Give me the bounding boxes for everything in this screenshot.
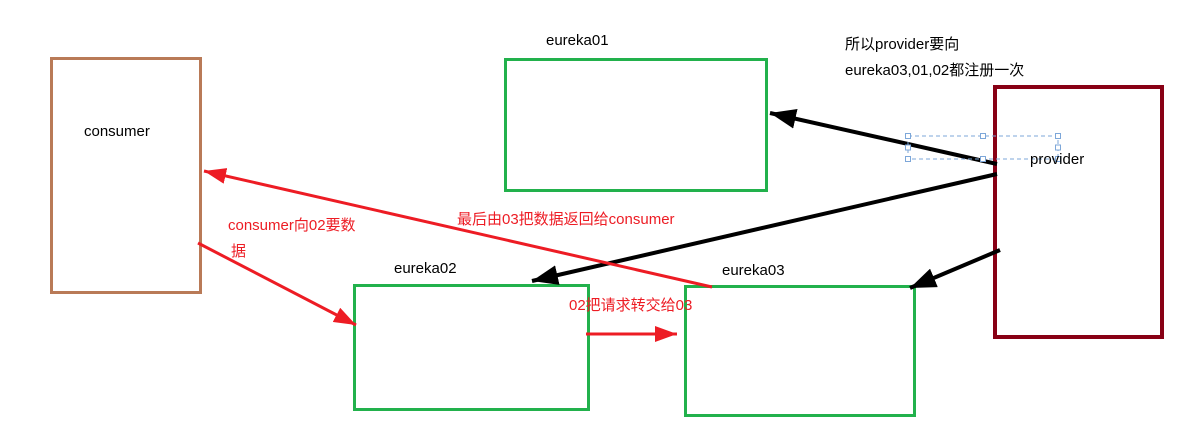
selection-handle[interactable]	[980, 156, 986, 162]
selection-handle[interactable]	[905, 133, 911, 139]
selection-handle[interactable]	[905, 156, 911, 162]
node-eureka03-box	[684, 285, 916, 417]
return-data-label: 最后由03把数据返回给consumer	[457, 211, 675, 228]
node-consumer-label: consumer	[84, 123, 150, 140]
register-note-line2: eureka03,01,02都注册一次	[845, 62, 1025, 79]
selection-handle[interactable]	[905, 144, 911, 151]
arrow-consumer-to-eureka02	[197, 241, 357, 327]
node-provider-box	[993, 85, 1164, 339]
node-eureka01-box	[504, 58, 768, 192]
arrow-provider-to-eureka03	[909, 248, 1001, 290]
forward-request-label: 02把请求转交给03	[569, 297, 693, 314]
node-eureka02-box	[353, 284, 590, 411]
node-consumer-box	[50, 57, 202, 294]
register-note-line1: 所以provider要向	[845, 36, 960, 53]
arrow-provider-to-eureka01	[769, 108, 998, 166]
consumer-request-label-line2: 据	[231, 243, 247, 260]
node-provider-label: provider	[1030, 151, 1085, 168]
node-eureka03-label: eureka03	[722, 262, 785, 279]
node-eureka02-label: eureka02	[394, 260, 457, 277]
selection-handle[interactable]	[980, 133, 986, 139]
node-eureka01-label: eureka01	[546, 32, 609, 49]
consumer-request-label-line1: consumer向02要数	[228, 217, 356, 234]
